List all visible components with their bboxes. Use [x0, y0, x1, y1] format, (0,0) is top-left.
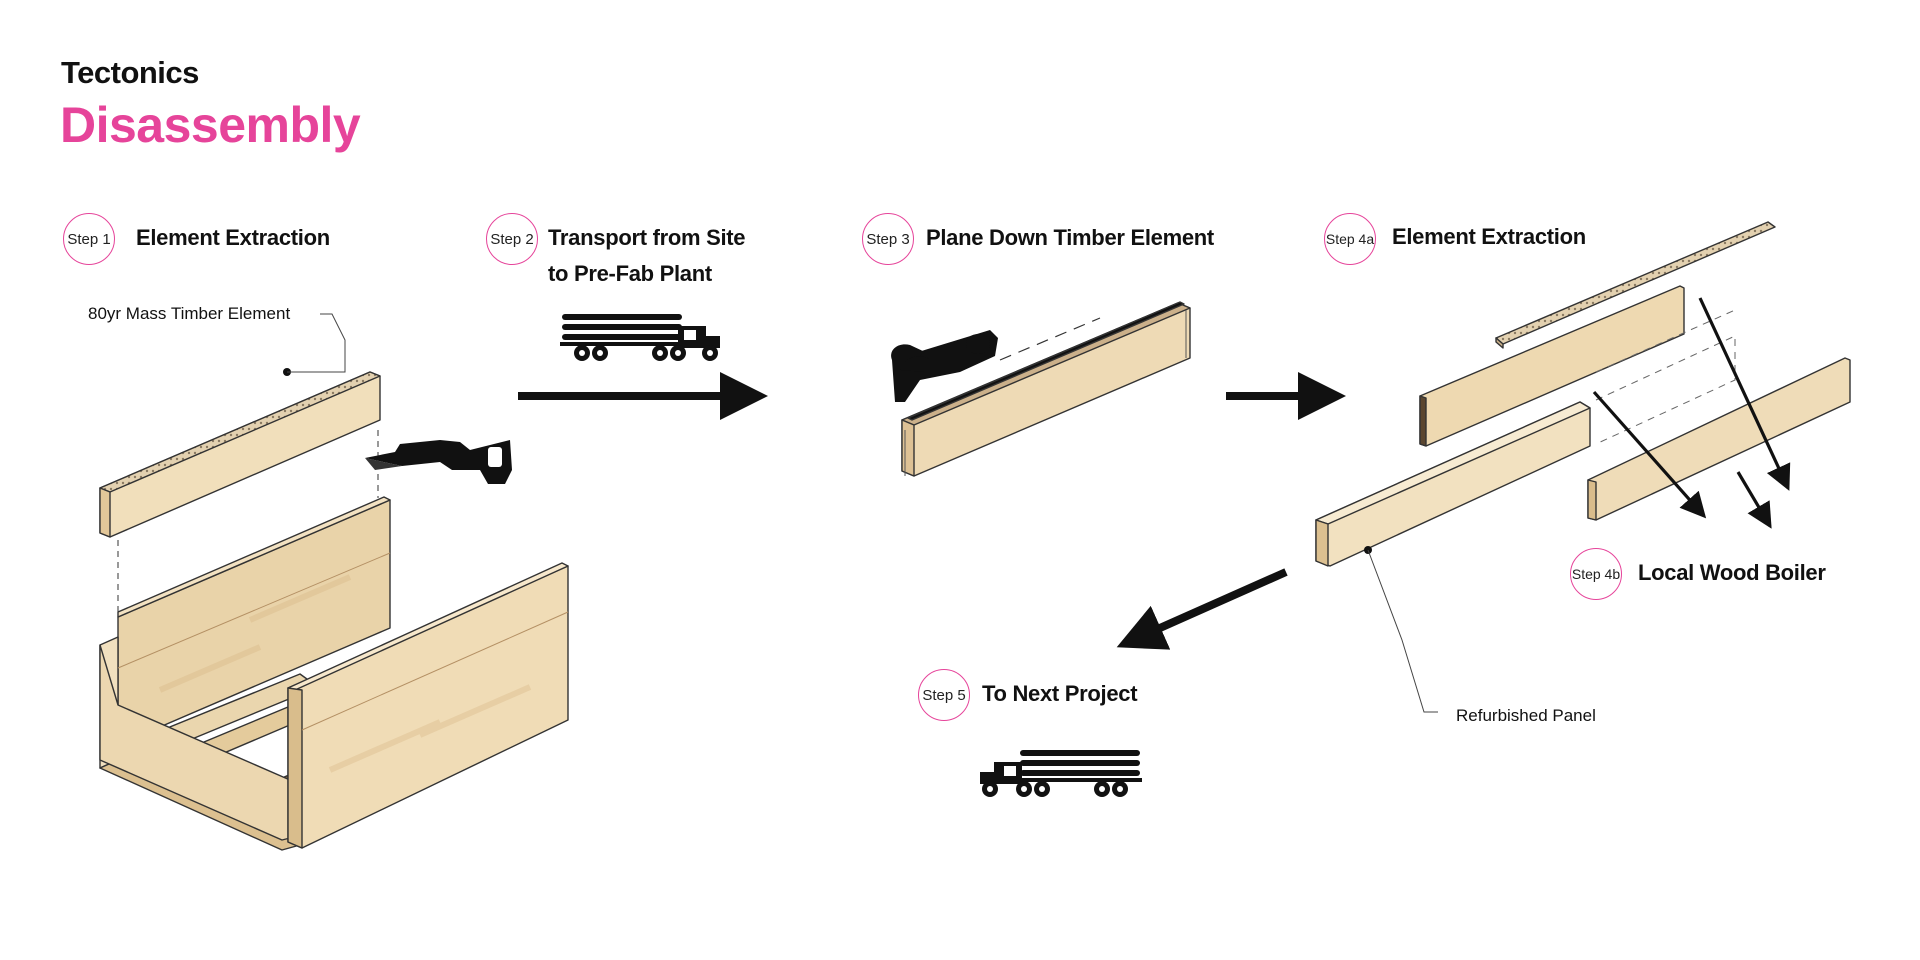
logging-truck-icon — [560, 314, 720, 361]
right-panel — [1587, 357, 1851, 521]
step-badge-5: Step 5 — [918, 669, 970, 721]
arrow-to-boiler — [1736, 471, 1772, 529]
header-subtitle: Tectonics — [61, 55, 199, 90]
callout-leader-mass-timber — [287, 313, 346, 373]
step-title-1: Element Extraction — [136, 225, 330, 250]
clt-box-assembly — [99, 430, 569, 851]
step-badge-3: Step 3 — [862, 213, 914, 265]
planed-timber-element — [901, 301, 1191, 477]
arrow-to-boiler — [1592, 390, 1707, 519]
step-title-4b: Local Wood Boiler — [1638, 560, 1826, 585]
step-title-2-line1: Transport from Site — [548, 225, 746, 250]
step-title-2-line2: to Pre-Fab Plant — [548, 261, 712, 286]
back-wall-top — [117, 496, 391, 618]
step-title-4a: Element Extraction — [1392, 224, 1586, 249]
page-title: Disassembly — [60, 97, 361, 153]
logging-truck-icon — [980, 750, 1142, 797]
front-wall-end — [287, 687, 303, 849]
mass-timber-element — [99, 368, 381, 538]
step-badge-2: Step 2 — [486, 213, 538, 265]
dashed-guide — [999, 317, 1101, 361]
callout-leader-refurbished — [1367, 549, 1438, 713]
reciprocating-saw-icon — [365, 440, 512, 484]
step-badge-1: Step 1 — [63, 213, 115, 265]
arrow-to-boiler — [1698, 297, 1791, 491]
step-badge-4a: Step 4a — [1324, 213, 1376, 265]
exploded-panels — [1315, 221, 1851, 567]
step-title-5: To Next Project — [982, 681, 1138, 706]
step-badge-4b: Step 4b — [1570, 548, 1622, 600]
step-title-3: Plane Down Timber Element — [926, 225, 1214, 250]
callout-refurbished-panel: Refurbished Panel — [1456, 706, 1596, 725]
dashed-outline — [1595, 309, 1736, 445]
hand-plane-icon — [891, 330, 998, 402]
arrow-to-next-project — [1116, 568, 1288, 650]
callout-mass-timber: 80yr Mass Timber Element — [88, 304, 291, 323]
wood-grain — [158, 574, 532, 773]
